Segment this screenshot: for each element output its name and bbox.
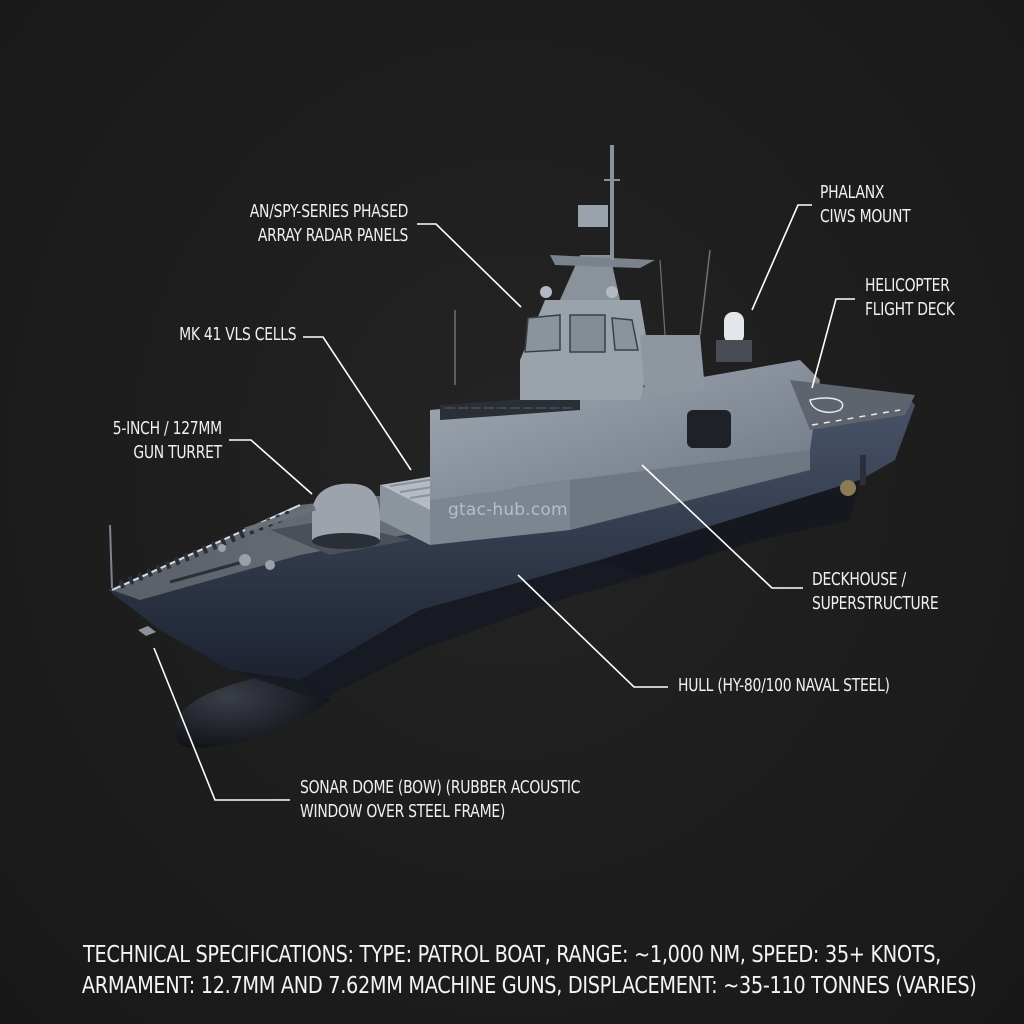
label-vls-cells: MK 41 VLS CELLS <box>178 324 297 345</box>
leader-radar <box>417 223 522 308</box>
leader-hull <box>517 574 668 688</box>
radar-mast <box>454 145 752 400</box>
watermark: gtac-hub.com <box>448 500 568 520</box>
leader-ciws <box>751 204 812 311</box>
leader-gun <box>229 439 313 495</box>
leader-sonar <box>153 647 290 801</box>
label-deckhouse: DECKHOUSE / SUPERSTRUCTURE <box>812 569 939 614</box>
label-gun-turret: 5-INCH / 127MM GUN TURRET <box>112 418 222 463</box>
superstructure <box>430 360 915 545</box>
technical-specifications: TECHNICAL SPECIFICATIONS: TYPE: PATROL B… <box>81 942 977 999</box>
label-helicopter-deck: HELICOPTER FLIGHT DECK <box>865 275 955 320</box>
leader-lines <box>153 204 855 801</box>
label-phalanx-ciws: PHALANX CIWS MOUNT <box>820 182 911 227</box>
leader-heli <box>811 298 855 389</box>
label-sonar-dome: SONAR DOME (BOW) (RUBBER ACOUSTIC WINDOW… <box>300 777 581 822</box>
leader-vls <box>303 336 412 471</box>
leader-deckhouse <box>641 464 803 589</box>
gun-turret <box>244 483 410 555</box>
label-radar-panels: AN/SPY-SERIES PHASED ARRAY RADAR PANELS <box>249 201 409 246</box>
label-hull: HULL (HY-80/100 NAVAL STEEL) <box>678 675 890 696</box>
